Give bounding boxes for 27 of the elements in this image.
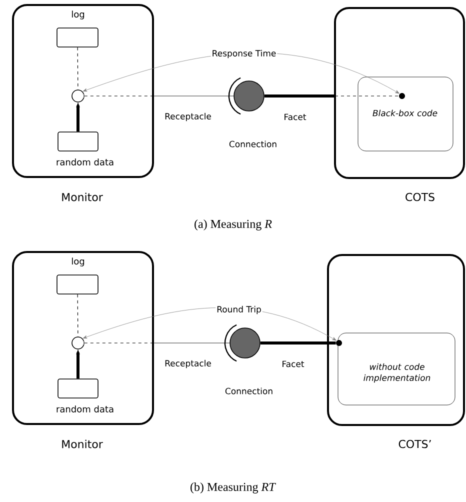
edge-label: Facet	[280, 360, 306, 368]
subfigure-caption: (b) Measuring RT	[190, 482, 276, 494]
box-label: log	[72, 258, 84, 266]
edge-label: Facet	[282, 112, 308, 122]
box-label: log	[72, 10, 84, 20]
edge-label: Receptacle	[164, 358, 212, 370]
connector	[84, 342, 230, 344]
subfigure-caption: (a) Measuring R	[194, 220, 272, 230]
port-circle	[72, 336, 84, 350]
code-box: Black-box code	[358, 76, 454, 152]
connection-label: Connection	[229, 140, 276, 148]
box-label: random data	[56, 158, 114, 166]
code-box: without code implementation	[338, 332, 456, 406]
connection-label: Connection	[225, 388, 272, 394]
connector	[77, 47, 78, 90]
connector	[260, 342, 336, 344]
edge-label: Response Time	[210, 48, 278, 60]
box-label: random data	[56, 406, 114, 412]
component-name: Monitor	[62, 192, 103, 202]
connector	[77, 294, 78, 337]
edge-label: Round Trip	[216, 304, 262, 316]
edge-label: Receptacle	[164, 112, 212, 122]
port-circle	[72, 90, 84, 102]
connector	[264, 94, 400, 98]
component-name: COTS’	[398, 440, 431, 448]
component-name: Monitor	[62, 440, 103, 448]
component-name: COTS	[406, 192, 434, 202]
